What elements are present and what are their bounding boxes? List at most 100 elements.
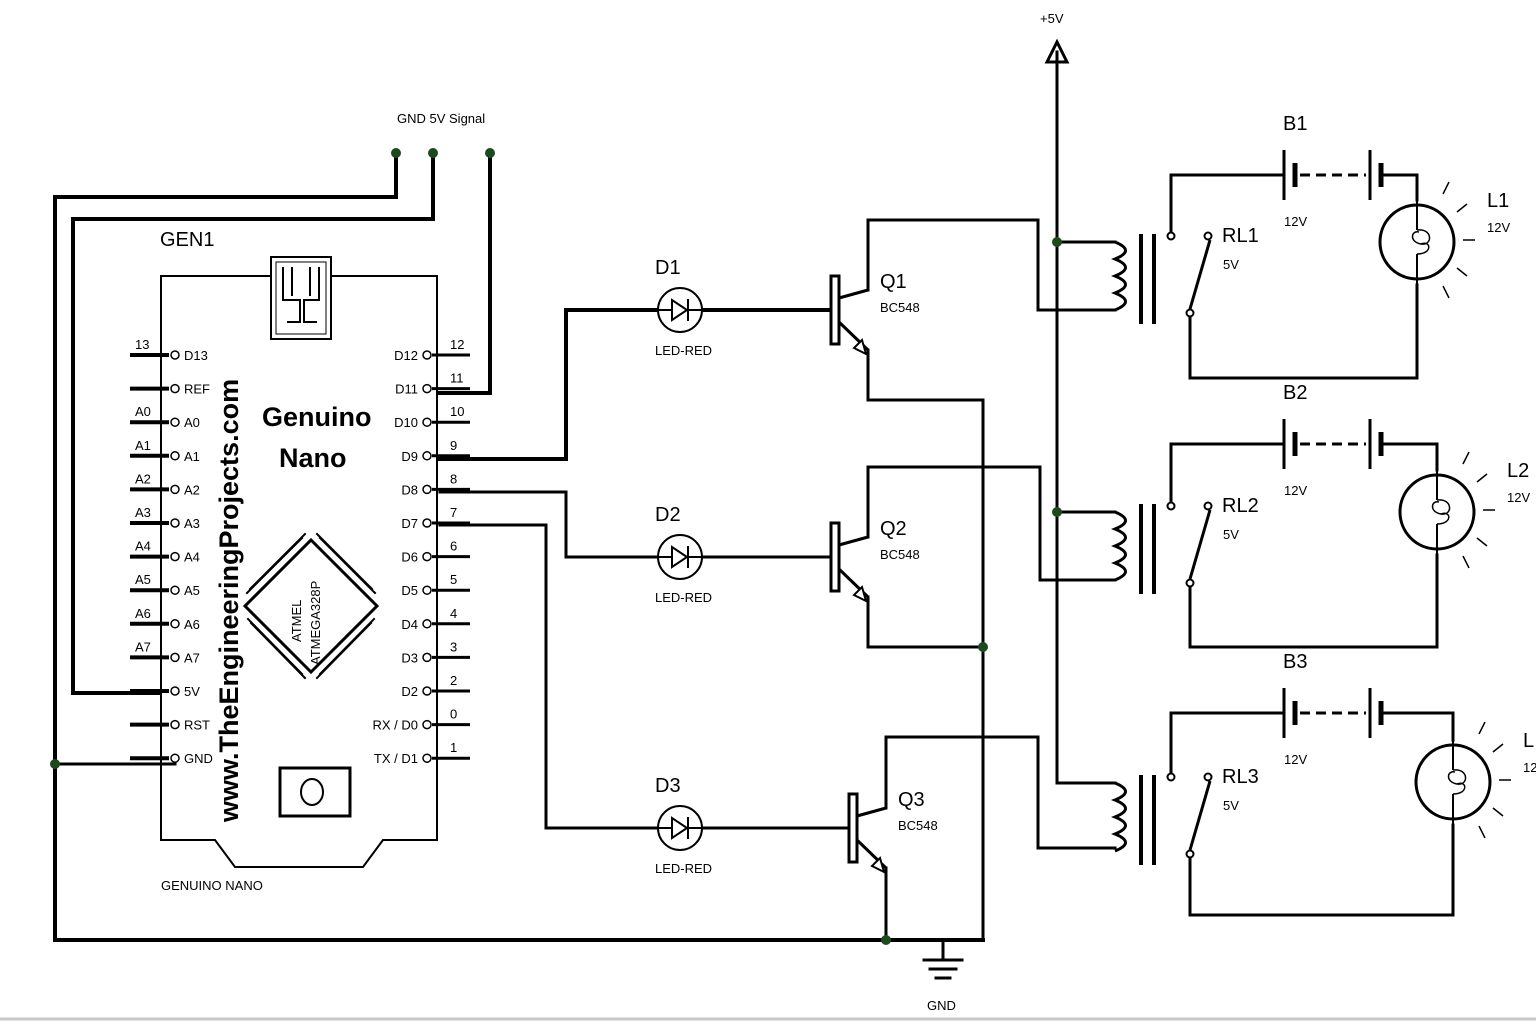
header-connector-label: GND 5V Signal [397,111,485,126]
right-pin-name: D11 [395,382,418,397]
lamp-value: 12V [1487,220,1510,235]
lamp-ref: L1 [1487,190,1509,212]
relay-coil [1111,781,1127,853]
right-pin-name: TX / D1 [374,751,418,766]
led-ref: D1 [655,257,681,279]
right-pin-name: D8 [401,482,418,497]
left-pin-name: A1 [184,449,200,464]
battery-value: 12V [1284,214,1307,229]
supply-5v-symbol: +5V [1040,11,1070,64]
right-pin-name: D4 [401,617,418,632]
supply-label: +5V [1040,11,1064,26]
right-pin-number: 5 [450,572,457,587]
relay-value: 5V [1223,257,1239,272]
right-pin-name: D6 [401,550,418,565]
left-pin-name: GND [184,751,213,766]
battery-value: 12V [1284,752,1307,767]
board-footer: GENUINO NANO [161,878,263,893]
right-pin-number: 12 [450,337,464,352]
battery-ref: B3 [1283,651,1307,673]
lamp-value: 12 [1523,760,1536,775]
left-pin-number: 13 [135,337,149,352]
transistor-ref: Q3 [898,789,925,811]
lamp-ref: L [1523,730,1534,752]
right-pin-number: 4 [450,606,457,621]
transistor-value: BC548 [880,300,920,315]
lamp-3: L 12 [1414,721,1536,839]
right-pin: D77 [401,505,470,531]
relay-ref: RL3 [1222,766,1259,788]
left-pin: GND [130,751,213,766]
left-pin-number: A6 [135,606,151,621]
left-pin-name: A6 [184,617,200,632]
relay-value: 5V [1223,798,1239,813]
lamp-1: L1 12V [1378,181,1510,299]
right-pin: D66 [401,539,470,565]
left-pin-name: A0 [184,415,200,430]
left-pin-number: A7 [135,639,151,654]
transistor-value: BC548 [880,547,920,562]
right-pin-name: D9 [401,449,418,464]
left-pin-name: D13 [184,348,208,363]
transistor-ref: Q1 [880,271,907,293]
right-pin: D88 [401,471,470,497]
chip-line2: ATMEGA328P [308,581,323,665]
ground-label: GND [927,998,956,1013]
right-pin-number: 2 [450,673,457,688]
right-pin-name: D2 [401,684,418,699]
relay-value: 5V [1223,527,1239,542]
right-pin-number: 9 [450,438,457,453]
genuino-nano-board: GEN1 ATMEL ATMEGA328P Genuino Nano www.T… [130,229,470,893]
chip-line1: ATMEL [289,600,304,642]
left-pin: D13 13 [130,337,208,363]
right-pin-number: 0 [450,707,457,722]
left-pin: RST [130,718,210,733]
left-pin-group: D1313REFA0A0A1A1A2A2A3A3A4A4A5A5A6A6A7A7… [130,337,213,766]
left-pin-name: A7 [184,650,200,665]
left-pin-name: REF [184,382,210,397]
board-ref: GEN1 [160,229,214,251]
right-pin-number: 7 [450,505,457,520]
battery-ref: B2 [1283,382,1307,404]
left-pin-number: A3 [135,505,151,520]
board-website: www.TheEngineeringProjects.com [214,379,244,823]
right-pin-number: 10 [450,404,464,419]
relay-3: RL3 5V [1111,766,1259,865]
left-pin-name: A4 [184,550,200,565]
right-pin: D4 4 [401,606,470,632]
relay-coil [1111,510,1127,582]
led-value: LED-RED [655,861,712,876]
transistor-value: BC548 [898,818,938,833]
left-pin: REF [130,382,210,397]
left-pin-number: A1 [135,438,151,453]
right-pin-number: 11 [450,371,464,386]
right-pin-group: D1212D1111D1010D99D88D77D66D55D44D33D22R… [372,337,470,766]
junction-dots [50,148,1062,945]
ground-symbol: GND [922,958,964,1013]
battery-ref: B1 [1283,113,1307,135]
right-pin: RX / D00 [372,707,470,733]
battery-value: 12V [1284,483,1307,498]
right-pin: D55 [401,572,470,598]
